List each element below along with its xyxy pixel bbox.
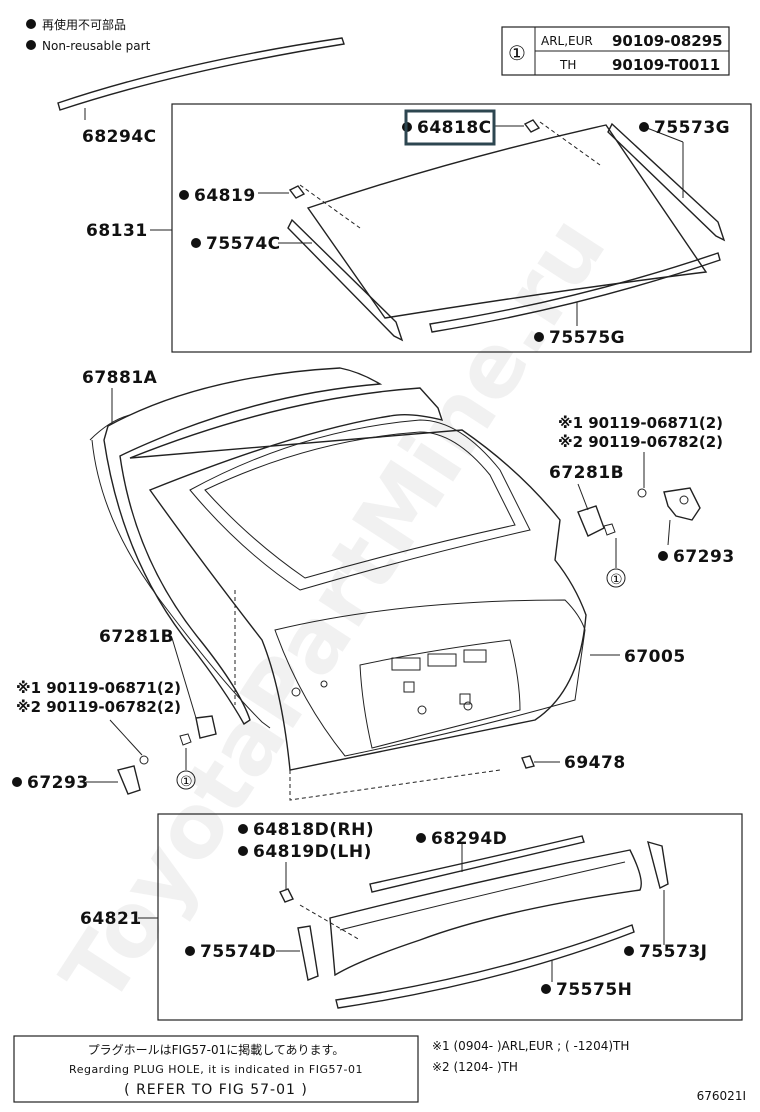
label-75575H[interactable]: 75575H: [556, 980, 632, 1000]
part-69478: 69478: [521, 753, 626, 773]
circle-left: ①: [180, 774, 193, 790]
code-table-part-1: 90109-08295: [612, 32, 723, 50]
footnote-2: ※2 (1204- )TH: [432, 1060, 518, 1074]
note2-right: ※2 90119-06782(2): [558, 433, 723, 451]
part-67005: 67005: [129, 387, 686, 801]
label-64818C[interactable]: 64818C: [417, 118, 492, 138]
label-75574D[interactable]: 75574D: [200, 942, 276, 962]
label-64819[interactable]: 64819: [194, 186, 256, 206]
footnote-1: ※1 (0904- )ARL,EUR ; ( -1204)TH: [432, 1039, 629, 1053]
code-table-part-2: 90109-T0011: [612, 56, 720, 74]
note-en: Regarding PLUG HOLE, it is indicated in …: [69, 1063, 363, 1076]
note2-left: ※2 90119-06782(2): [16, 698, 181, 716]
label-64821[interactable]: 64821: [80, 909, 142, 929]
label-67281B-left[interactable]: 67281B: [99, 627, 174, 647]
label-69478[interactable]: 69478: [564, 753, 626, 773]
label-75573G[interactable]: 75573G: [654, 118, 730, 138]
label-67005[interactable]: 67005: [624, 647, 686, 667]
part-67881A: 67881A: [82, 367, 383, 729]
group-68131: 68131 64818C 64819 75573G 75574C 75575G: [86, 103, 752, 353]
code-table-symbol: ①: [508, 41, 526, 65]
part-67281B-left: 67281B ① ※1 90119-06871(2) ※2 90119-0678…: [12, 627, 217, 795]
note1-left: ※1 90119-06871(2): [16, 679, 181, 697]
label-64819D[interactable]: 64819D(LH): [253, 842, 372, 862]
note-ref[interactable]: ( REFER TO FIG 57-01 ): [124, 1082, 308, 1098]
label-67293-left[interactable]: 67293: [27, 773, 89, 793]
label-67281B-right[interactable]: 67281B: [549, 463, 624, 483]
label-68131[interactable]: 68131: [86, 221, 148, 241]
legend-jp: 再使用不可部品: [42, 17, 126, 32]
code-table-region-2: TH: [559, 58, 576, 72]
circle-right: ①: [610, 572, 623, 588]
code-table: ① ARL,EUR 90109-08295 TH 90109-T0011: [501, 26, 730, 76]
group-64821: 64821 64818D(RH) 64819D(LH) 68294D 75573…: [80, 813, 743, 1021]
label-68294D[interactable]: 68294D: [431, 829, 507, 849]
label-68294C[interactable]: 68294C: [82, 127, 157, 147]
part-68294C: 68294C: [57, 37, 345, 147]
note-jp: プラグホールはFIG57-01に掲載してあります。: [88, 1042, 345, 1057]
part-67281B-right: ※1 90119-06871(2) ※2 90119-06782(2) 6729…: [549, 414, 735, 588]
code-table-region-1: ARL,EUR: [541, 34, 593, 48]
note1-right: ※1 90119-06871(2): [558, 414, 723, 432]
label-67293-right[interactable]: 67293: [673, 547, 735, 567]
figure-id: 676021I: [697, 1089, 746, 1103]
label-75575G[interactable]: 75575G: [549, 328, 625, 348]
label-75574C[interactable]: 75574C: [206, 234, 281, 254]
note-box: プラグホールはFIG57-01に掲載してあります。 Regarding PLUG…: [13, 1035, 419, 1103]
legend: 再使用不可部品 Non-reusable part: [26, 17, 151, 53]
label-67881A[interactable]: 67881A: [82, 368, 158, 388]
label-64818D[interactable]: 64818D(RH): [253, 820, 374, 840]
legend-en: Non-reusable part: [42, 39, 151, 53]
label-75573J[interactable]: 75573J: [639, 942, 707, 962]
highlight-64818C: [404, 109, 496, 146]
watermark: ToyotaPartMine.ru: [41, 198, 626, 1021]
